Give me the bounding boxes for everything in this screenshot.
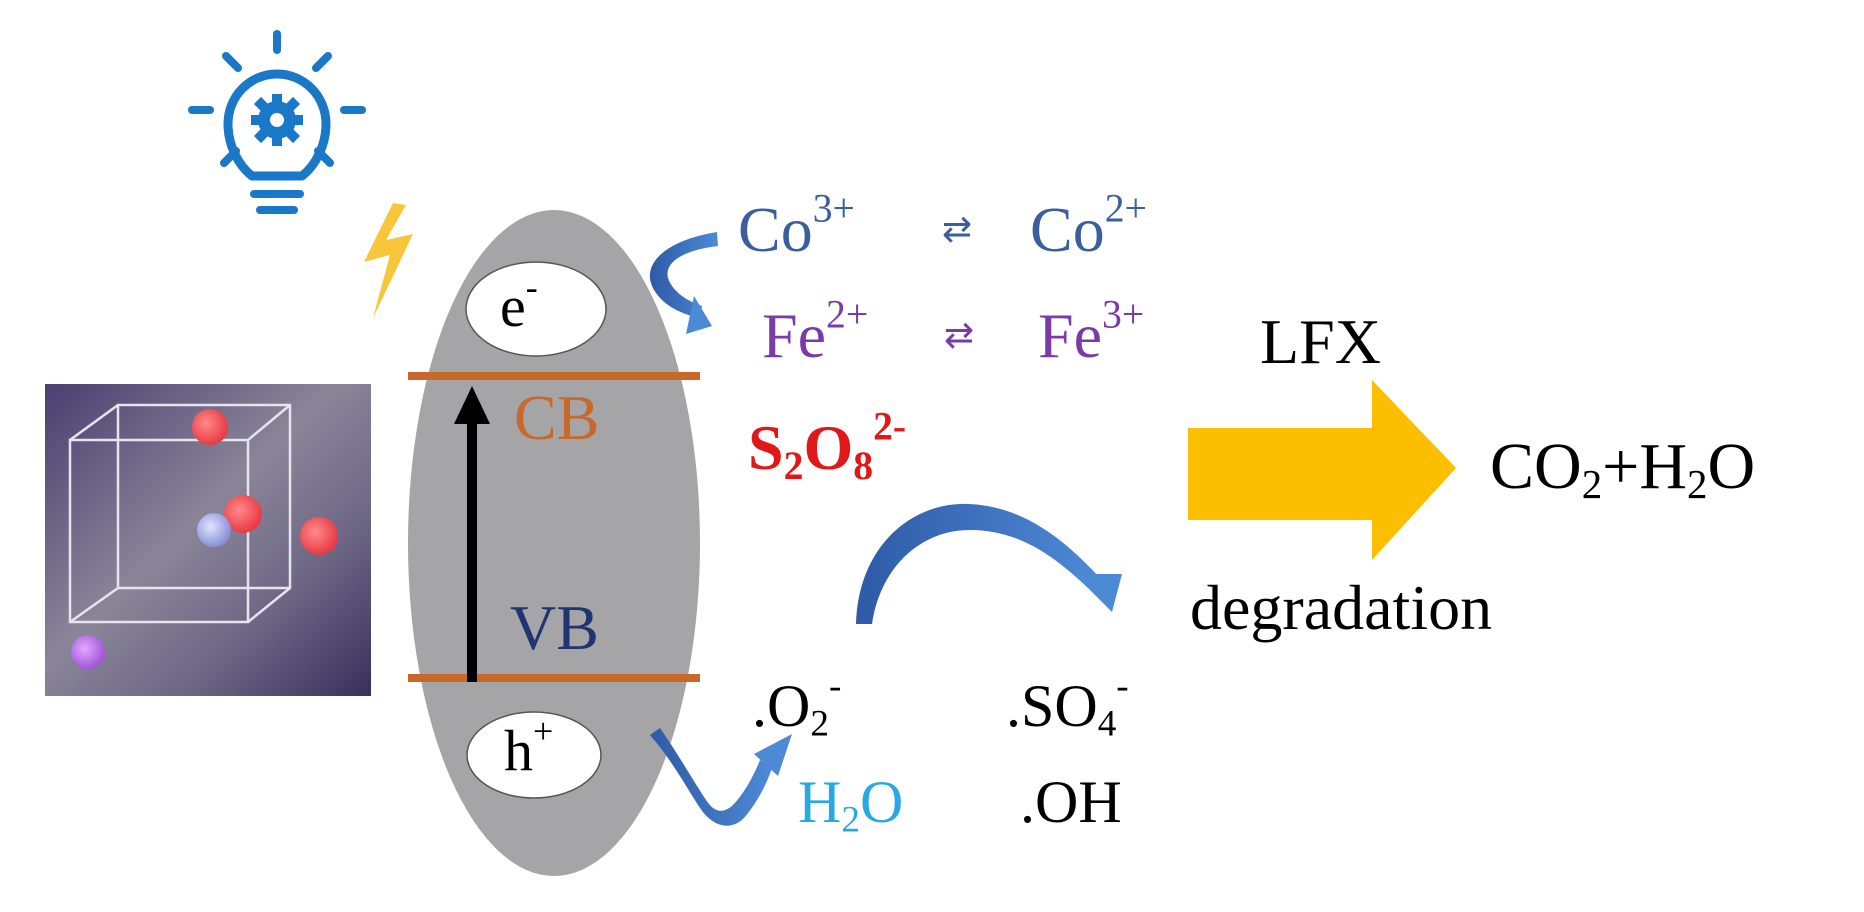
hole-oxidation-arrow bbox=[650, 728, 792, 826]
sulfate-radical-label: .SO4- bbox=[1006, 666, 1129, 745]
lightning-bolt-icon bbox=[364, 203, 413, 318]
conduction-band-label: CB bbox=[514, 382, 600, 453]
co3-label: Co3+ bbox=[738, 186, 855, 265]
pollutant-label: LFX bbox=[1260, 306, 1381, 377]
water-label: H2O bbox=[798, 769, 904, 841]
lightbulb-gear-icon bbox=[188, 30, 366, 214]
degradation-label: degradation bbox=[1190, 572, 1493, 643]
degradation-arrow bbox=[1188, 380, 1456, 560]
fe3-label: Fe3+ bbox=[1038, 292, 1145, 371]
hole-label: h+ bbox=[504, 711, 554, 783]
products-label: CO2+H2O bbox=[1490, 430, 1756, 508]
equilibrium-arrow-fe: ⇄ bbox=[944, 315, 975, 356]
fe2-label: Fe2+ bbox=[762, 292, 869, 371]
valence-band-label: VB bbox=[510, 592, 599, 663]
co2-label: Co2+ bbox=[1030, 186, 1147, 265]
electron-transfer-arrow bbox=[649, 232, 718, 334]
electron-label: e- bbox=[500, 267, 538, 339]
radical-generation-arrow bbox=[856, 503, 1122, 624]
electron-bubble bbox=[465, 261, 607, 357]
crystal-structure-icon bbox=[45, 384, 371, 696]
superoxide-label: .O2- bbox=[752, 666, 842, 745]
excitation-arrow bbox=[454, 386, 490, 682]
hydroxyl-label: .OH bbox=[1020, 769, 1122, 835]
hole-bubble bbox=[466, 711, 602, 799]
persulfate-label: S2O82- bbox=[748, 404, 907, 488]
equilibrium-arrow-co: ⇄ bbox=[942, 209, 973, 250]
